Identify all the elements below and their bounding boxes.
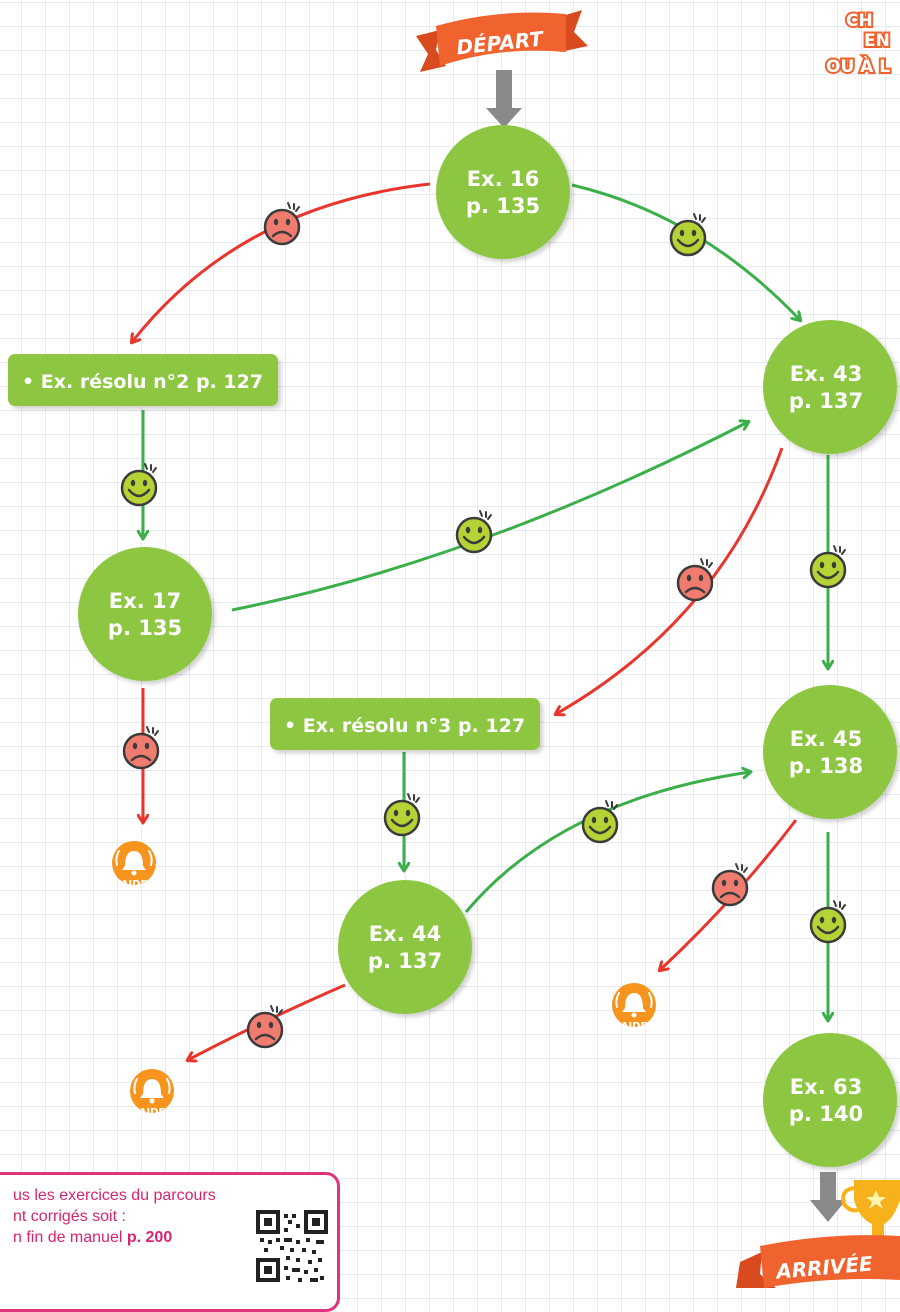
solved-box-resolu2-label: • Ex. résolu n°2 p. 127 xyxy=(22,371,263,393)
end-ribbon: ARRIVÉE xyxy=(736,1235,900,1288)
help-badge-3-label: AIDE xyxy=(621,1021,648,1032)
help-badge-3[interactable]: AIDE xyxy=(611,982,657,1032)
corner-line-3: OU À L xyxy=(826,55,890,77)
node-ex45-line2: p. 138 xyxy=(789,754,863,778)
footnote-line-2: nt corrigés soit : xyxy=(13,1208,126,1225)
edge-ex16-resolu2 xyxy=(132,182,431,342)
exercise-node-ex44[interactable]: Ex. 44 p. 137 xyxy=(338,880,472,1014)
edge-ex43-resolu3 xyxy=(556,447,784,714)
smiley-sad-icon xyxy=(676,557,714,602)
smiley-sad-icon xyxy=(246,1004,284,1049)
node-ex63-line2: p. 140 xyxy=(789,1102,863,1126)
exercise-node-ex45[interactable]: Ex. 45 p. 138 xyxy=(763,685,897,819)
edge-ex44-ex45 xyxy=(464,772,750,913)
corner-badge: CH EN OU À L xyxy=(824,9,892,79)
solved-box-resolu3[interactable]: • Ex. résolu n°3 p. 127 xyxy=(270,698,540,750)
node-ex44-line2: p. 137 xyxy=(368,949,442,973)
smiley-happy-icon xyxy=(809,899,847,944)
smiley-sad-icon xyxy=(263,201,301,246)
node-ex16-line1: Ex. 16 xyxy=(467,167,539,191)
corner-line-1: CH xyxy=(846,11,873,31)
start-ribbon: DÉPART xyxy=(416,10,588,72)
node-ex44-line1: Ex. 44 xyxy=(369,922,441,946)
solved-box-resolu3-label: • Ex. résolu n°3 p. 127 xyxy=(284,715,525,737)
exercise-node-ex63[interactable]: Ex. 63 p. 140 xyxy=(763,1033,897,1167)
exercise-node-ex43[interactable]: Ex. 43 p. 137 xyxy=(763,320,897,454)
exercise-node-ex16[interactable]: Ex. 16 p. 135 xyxy=(436,125,570,259)
node-ex17-line2: p. 135 xyxy=(108,616,182,640)
smiley-happy-icon xyxy=(581,799,619,844)
help-badge-1[interactable]: AIDE xyxy=(111,840,157,890)
solved-box-resolu2[interactable]: • Ex. résolu n°2 p. 127 xyxy=(8,354,278,406)
help-badge-1-label: AIDE xyxy=(121,879,148,890)
node-ex43-line2: p. 137 xyxy=(789,389,863,413)
smiley-happy-icon xyxy=(809,544,847,589)
qr-code-icon[interactable] xyxy=(256,1210,328,1288)
corner-line-2: EN xyxy=(864,31,890,51)
footnote-page-link[interactable]: p. 200 xyxy=(126,1229,173,1246)
smiley-sad-icon xyxy=(711,862,749,907)
node-ex45-line1: Ex. 45 xyxy=(790,727,862,751)
node-ex63-line1: Ex. 63 xyxy=(790,1075,862,1099)
smiley-sad-icon xyxy=(122,725,160,770)
exercise-node-ex17[interactable]: Ex. 17 p. 135 xyxy=(78,547,212,681)
help-badge-2-label: AIDE xyxy=(139,1107,166,1118)
footnote-line-3-prefix: n fin de manuel xyxy=(13,1229,127,1246)
end-arrow xyxy=(810,1172,846,1222)
smiley-happy-icon xyxy=(669,212,707,257)
footnote-line-1: us les exercices du parcours xyxy=(13,1187,216,1204)
node-ex43-line1: Ex. 43 xyxy=(790,362,862,386)
footnote-line-3: n fin de manuel p. 200 xyxy=(13,1227,323,1248)
smiley-happy-icon xyxy=(120,462,158,507)
node-ex17-line1: Ex. 17 xyxy=(109,589,181,613)
help-badge-2[interactable]: AIDE xyxy=(129,1068,175,1118)
node-ex16-line2: p. 135 xyxy=(466,194,540,218)
start-arrow xyxy=(486,70,522,128)
smiley-happy-icon xyxy=(383,792,421,837)
smiley-happy-icon xyxy=(455,509,493,554)
